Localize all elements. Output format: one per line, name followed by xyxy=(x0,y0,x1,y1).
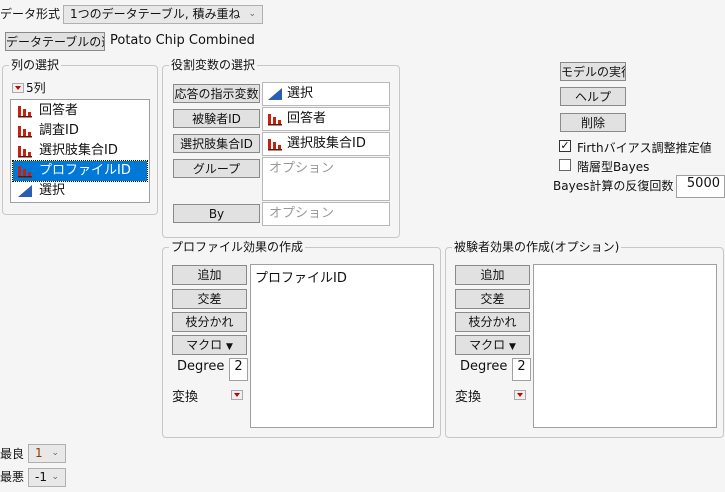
column-list-item[interactable]: 回答者 xyxy=(13,101,147,121)
worst-label: 最悪 xyxy=(0,470,25,484)
continuous-icon xyxy=(268,88,282,100)
column-list-item[interactable]: 選択肢集合ID xyxy=(13,141,147,161)
role-value: 選択肢集合ID xyxy=(287,136,366,151)
role-value: 回答者 xyxy=(287,111,327,126)
degree-label: Degree xyxy=(460,359,508,374)
group-title: 役割変数の選択 xyxy=(169,58,258,72)
column-count: 5列 xyxy=(26,81,46,95)
effects-list[interactable] xyxy=(533,264,717,428)
nominal-icon xyxy=(18,106,32,118)
role-button[interactable]: By xyxy=(173,204,260,223)
column-menu-triangle-icon[interactable] xyxy=(12,83,24,93)
nominal-icon xyxy=(18,126,32,138)
degree-label: Degree xyxy=(177,359,225,374)
column-name: プロファイルID xyxy=(39,163,131,178)
effects-list[interactable]: プロファイルID xyxy=(250,264,434,428)
column-list-item[interactable]: プロファイルID xyxy=(12,160,148,182)
nominal-icon xyxy=(268,139,282,151)
hier-bayes-checkbox[interactable] xyxy=(559,159,571,171)
role-button[interactable]: 応答の指示変数 xyxy=(173,84,260,103)
column-selection-group: 列の選択 5列 回答者調査ID 選択肢集合ID プロファイルID 選択 xyxy=(2,58,158,215)
column-name: 回答者 xyxy=(39,103,79,118)
select-data-table-button[interactable]: データテーブルの選択 xyxy=(5,32,105,51)
iterations-label: Bayes計算の反復回数 xyxy=(553,179,674,193)
column-name: 調査ID xyxy=(39,123,79,138)
effect-item[interactable]: プロファイルID xyxy=(255,271,347,286)
column-name: 選択 xyxy=(39,183,66,198)
role-button[interactable]: 選択肢集合ID xyxy=(173,134,260,153)
transform-label: 変換 xyxy=(172,390,199,405)
macro-label: マクロ xyxy=(469,338,506,352)
chevron-down-icon: ⌄ xyxy=(51,472,59,482)
column-list[interactable]: 回答者調査ID 選択肢集合ID プロファイルID 選択 xyxy=(10,99,150,203)
data-format-label: データ形式 xyxy=(0,7,61,21)
role-field-placeholder[interactable]: オプション xyxy=(262,202,390,226)
worst-value: -1 xyxy=(35,470,47,484)
iterations-input[interactable]: 5000 xyxy=(676,175,725,198)
dropdown-arrow-icon: ▼ xyxy=(225,342,233,352)
firth-label: Firthバイアス調整推定値 xyxy=(577,141,712,155)
nest-button[interactable]: 枝分かれ xyxy=(172,312,247,332)
add-button[interactable]: 追加 xyxy=(172,265,247,285)
data-format-value: 1つのデータテーブル, 積み重ね xyxy=(70,7,241,21)
cross-button[interactable]: 交差 xyxy=(455,289,530,309)
degree-input[interactable]: 2 xyxy=(229,358,248,381)
column-list-item[interactable]: 調査ID xyxy=(13,121,147,141)
help-button[interactable]: ヘルプ xyxy=(560,87,626,106)
add-button[interactable]: 追加 xyxy=(455,265,530,285)
role-field[interactable]: 選択肢集合ID xyxy=(262,132,390,156)
role-field[interactable]: 選択 xyxy=(262,82,390,106)
macro-label: マクロ xyxy=(186,338,223,352)
transform-menu-triangle-icon[interactable] xyxy=(231,390,243,400)
group-title: 列の選択 xyxy=(9,58,62,72)
remove-button[interactable]: 削除 xyxy=(560,113,626,132)
best-select[interactable]: 1⌄ xyxy=(28,444,66,463)
transform-label: 変換 xyxy=(455,390,482,405)
role-value: 選択 xyxy=(287,86,314,101)
best-value: 1 xyxy=(35,446,43,460)
role-field[interactable]: 回答者 xyxy=(262,107,390,131)
group-title: プロファイル効果の作成 xyxy=(169,240,306,254)
dropdown-arrow-icon: ▼ xyxy=(508,342,516,352)
worst-select[interactable]: -1 ⌄ xyxy=(28,468,66,487)
chevron-down-icon: ⌄ xyxy=(51,448,59,458)
macro-button[interactable]: マクロ ▼ xyxy=(172,335,247,355)
group-title: 被験者効果の作成(オプション) xyxy=(452,240,622,254)
chevron-down-icon: ⌄ xyxy=(248,9,257,19)
degree-input[interactable]: 2 xyxy=(512,358,531,381)
best-label: 最良 xyxy=(0,447,25,461)
data-format-select[interactable]: 1つのデータテーブル, 積み重ね ⌄ xyxy=(63,5,264,24)
cross-button[interactable]: 交差 xyxy=(172,289,247,309)
macro-button[interactable]: マクロ ▼ xyxy=(455,335,530,355)
nest-button[interactable]: 枝分かれ xyxy=(455,312,530,332)
nominal-icon xyxy=(18,146,32,158)
table-name: Potato Chip Combined xyxy=(110,33,255,48)
column-name: 選択肢集合ID xyxy=(39,143,118,158)
role-selection-group: 役割変数の選択 応答の指示変数 選択被験者ID 回答者選択肢集合ID 選択肢集合ID グ… xyxy=(162,58,400,238)
firth-checkbox[interactable]: ✓ xyxy=(559,139,571,152)
nominal-icon xyxy=(268,114,282,126)
nominal-icon xyxy=(18,166,32,178)
role-button[interactable]: グループ xyxy=(173,159,260,178)
role-field-placeholder[interactable]: オプション xyxy=(262,157,390,201)
continuous-icon xyxy=(18,185,32,197)
role-button[interactable]: 被験者ID xyxy=(173,109,260,128)
column-list-item[interactable]: 選択 xyxy=(13,181,147,201)
transform-menu-triangle-icon[interactable] xyxy=(514,390,526,400)
hier-bayes-label: 階層型Bayes xyxy=(577,160,650,174)
run-model-button[interactable]: モデルの実行 xyxy=(560,62,626,81)
